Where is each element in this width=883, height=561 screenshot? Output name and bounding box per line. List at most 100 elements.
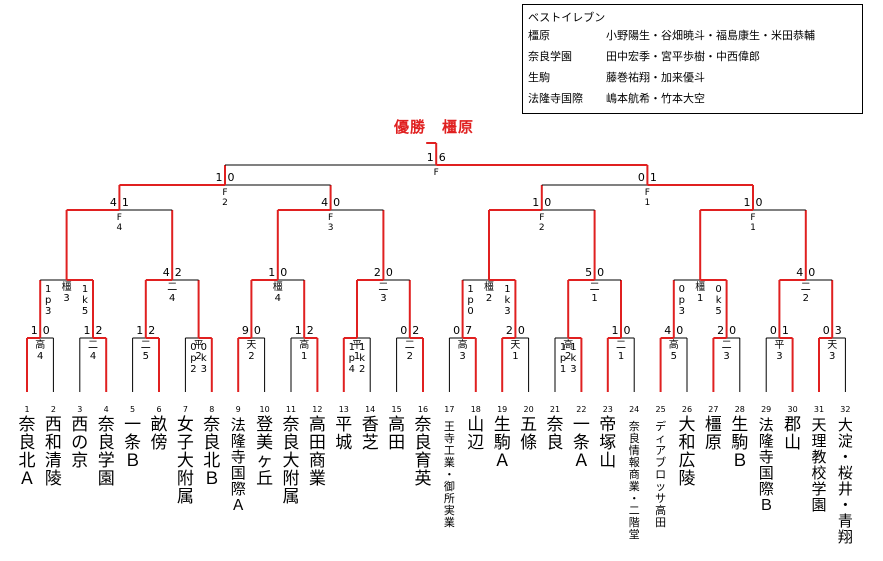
team-number: 17: [444, 405, 454, 414]
team-name-char: 隆: [231, 432, 246, 450]
match-pk-note-left: 0: [467, 306, 473, 317]
match-venue-label: F: [750, 213, 755, 223]
team-name-char: 郡: [784, 415, 801, 435]
match-score-right: 0: [729, 324, 736, 337]
team-name-char: 奈: [19, 415, 36, 435]
team-name-char: ブ: [655, 455, 666, 469]
team-name-char: 王: [444, 420, 455, 433]
match-venue-label: 平: [352, 340, 362, 351]
match-pk-note-right: 3: [570, 364, 576, 375]
team-number: 31: [814, 405, 824, 414]
team-name-char: 田: [388, 433, 405, 453]
match-score-right: 0: [43, 324, 50, 337]
team-name-char: 属: [177, 487, 194, 507]
team-name-char: 傍: [151, 433, 168, 453]
team-name-char: 女: [177, 415, 194, 435]
match-venue-label: 1: [354, 351, 360, 362]
team-name-char: 畝: [151, 415, 168, 435]
team-name-char: 条: [124, 433, 141, 453]
team-name-char: 子: [177, 433, 194, 453]
team-number: 16: [418, 405, 428, 414]
team-name-char: 学: [98, 451, 115, 471]
team-number: 26: [682, 405, 692, 414]
team-name-char: 田: [309, 433, 326, 453]
match-venue-label: 1: [750, 223, 756, 233]
match-score-right: 2: [175, 266, 182, 279]
match-score-left: 1: [268, 266, 275, 279]
match-score-right: 1: [122, 196, 129, 209]
match-pk-note-left: p: [467, 295, 473, 306]
team-name-char: 校: [811, 464, 826, 482]
team-name-char: の: [71, 433, 88, 453]
team-name-char: 青: [838, 512, 853, 530]
team-name-char: 丘: [256, 469, 273, 489]
team-name-char: 所: [444, 492, 455, 505]
match-venue-label: 橿: [273, 280, 283, 293]
match-score-right: 0: [624, 324, 631, 337]
team-number: 1: [24, 405, 29, 414]
team-name-char: 塚: [599, 433, 616, 453]
best-eleven-row: 橿原小野陽生・谷畑暁斗・福島康生・米田恭輔: [528, 26, 815, 46]
match-score-left: 1: [295, 324, 302, 337]
match-venue-label: F: [434, 168, 439, 178]
team-number: 5: [130, 405, 135, 414]
match-venue-label: 高: [35, 338, 45, 351]
team-name-char: 登: [256, 415, 273, 435]
team-name-char: 西: [71, 415, 88, 435]
team-name-char: ヶ: [256, 451, 273, 471]
match-pk-note-left: 1: [560, 342, 566, 353]
match-score-left: 9: [242, 324, 249, 337]
team-number: 25: [656, 405, 666, 414]
match-pk-note-left: 2: [190, 364, 196, 375]
match-venue-label: 二: [378, 282, 388, 293]
match-venue-label: 3: [829, 351, 835, 362]
team-name-char: 山: [467, 415, 484, 435]
team-number: 7: [183, 405, 188, 414]
team-name-char: 高: [309, 415, 326, 435]
match-venue-label: 1: [645, 198, 651, 208]
team-number: 10: [260, 405, 270, 414]
match-score-left: 1: [532, 196, 539, 209]
match-score-left: 0: [638, 171, 645, 184]
team-name-char: 堂: [629, 528, 640, 541]
team-name-char: 学: [811, 480, 826, 498]
team-name-char: デ: [655, 419, 666, 433]
team-name-char: 田: [655, 516, 666, 529]
match-venue-label: 平: [774, 340, 784, 351]
champion-title: 優勝 橿原: [394, 118, 475, 136]
team-name-char: 実: [444, 503, 455, 517]
team-name-char: 高: [655, 503, 666, 517]
match-pk-note-right: k: [716, 295, 722, 306]
team-name-char: 西: [45, 415, 62, 435]
team-name-char: Ａ: [494, 451, 511, 471]
team-name-char: 美: [256, 433, 273, 453]
match-pk-note-right: k: [571, 353, 577, 364]
match-score-right: 7: [465, 324, 472, 337]
team-name-char: 香: [362, 415, 379, 435]
match-pk-note-right: k: [82, 295, 88, 306]
match-pk-note-left: 4: [349, 364, 355, 375]
match-venue-label: 二: [722, 340, 732, 351]
match-score-left: 0: [823, 324, 830, 337]
best-eleven-players: 嶋本航希・竹本大空: [606, 92, 705, 105]
team-name-char: 高: [388, 415, 405, 435]
match-pk-note-left: p: [679, 295, 685, 306]
match-venue-label: 3: [63, 293, 69, 304]
match-score-left: 4: [110, 196, 117, 209]
team-name-char: 奈: [629, 419, 640, 433]
team-number: 8: [209, 405, 214, 414]
match-pk-note-right: 1: [359, 342, 365, 353]
team-number: 3: [77, 405, 82, 414]
team-name-char: 翔: [838, 528, 853, 546]
match-score-left: 1: [136, 324, 143, 337]
match-venue-label: 2: [486, 293, 492, 304]
team-name-char: ・: [838, 496, 853, 514]
team-name-char: 生: [494, 415, 511, 435]
match-score-right: 0: [333, 196, 340, 209]
team-name-char: 井: [838, 480, 853, 498]
match-venue-label: 橿: [62, 280, 72, 293]
match-venue-label: 二: [167, 282, 177, 293]
team-name-char: 商: [309, 451, 326, 471]
match-score-right: 0: [228, 171, 235, 184]
team-name-char: 清: [45, 451, 62, 471]
